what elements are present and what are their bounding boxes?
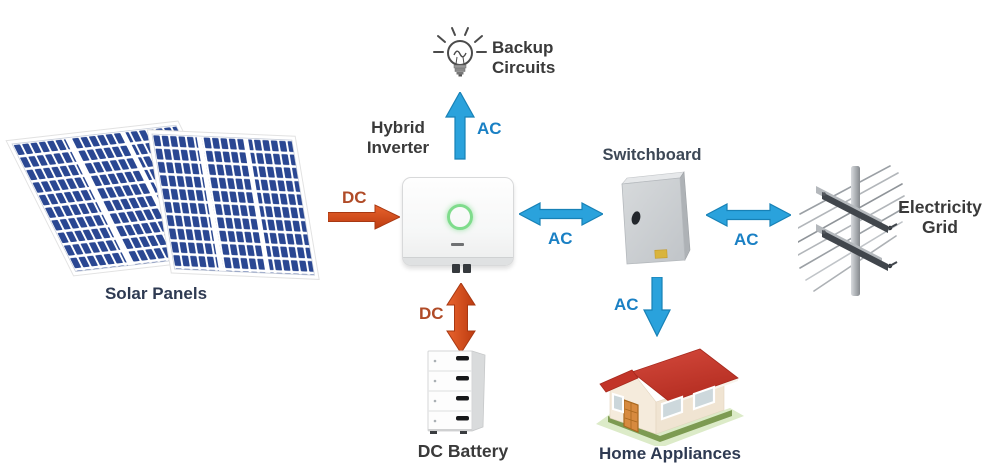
hybrid-inverter-icon <box>402 177 514 273</box>
inverter-connector-right <box>463 264 471 273</box>
dc-arrow-solar-to-inverter <box>328 204 400 230</box>
ac-arrow-inverter-to-backup <box>444 92 476 160</box>
ac-label-inverter-to-backup: AC <box>477 119 502 138</box>
dc-battery-icon <box>427 350 486 434</box>
dc-label-solar-to-inverter: DC <box>342 188 367 207</box>
solar-panels-label: Solar Panels <box>104 284 208 303</box>
inverter-status-ring <box>447 204 473 230</box>
solar-panels-icon <box>5 120 320 280</box>
ac-arrow-switchboard-grid <box>706 203 791 227</box>
backup-circuits-label: Backup Circuits <box>492 38 556 77</box>
dc-arrow-inverter-battery <box>446 283 476 353</box>
switchboard-icon <box>621 171 691 265</box>
dc-label-inverter-battery: DC <box>419 304 444 323</box>
ac-label-inverter-switchboard: AC <box>548 229 573 248</box>
dc-battery-label: DC Battery <box>417 441 509 461</box>
hybrid-inverter-label: Hybrid Inverter <box>366 118 430 157</box>
switchboard-label: Switchboard <box>602 146 702 164</box>
ac-arrow-switchboard-home <box>643 277 671 337</box>
inverter-logo-mark <box>451 243 464 246</box>
home-appliances-icon <box>596 348 744 446</box>
inverter-bottom-strip <box>403 257 513 265</box>
electricity-grid-icon <box>798 165 905 296</box>
light-bulb-icon <box>433 27 487 77</box>
inverter-connector-left <box>452 264 460 273</box>
electricity-grid-label: Electricity Grid <box>898 197 982 237</box>
home-appliances-label: Home Appliances <box>598 444 742 463</box>
ac-label-switchboard-home: AC <box>614 295 639 314</box>
ac-arrow-inverter-switchboard <box>519 202 603 226</box>
ac-label-switchboard-grid: AC <box>734 230 759 249</box>
